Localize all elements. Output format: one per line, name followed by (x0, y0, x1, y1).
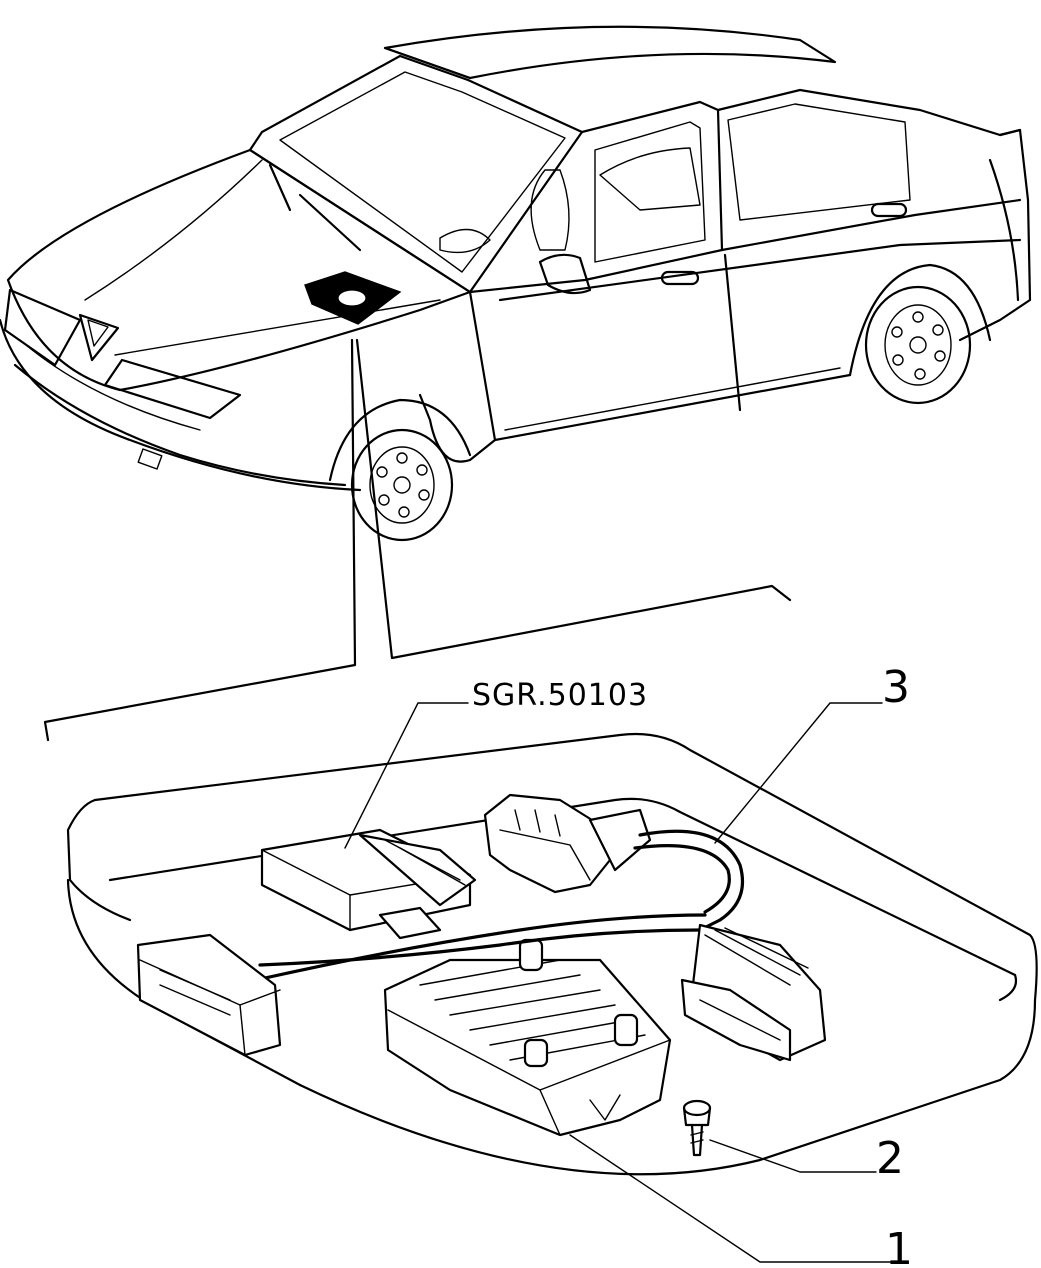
item-1-label: 1 (885, 1224, 913, 1268)
item-3-label: 3 (882, 662, 910, 713)
mounting-tray (66, 732, 1038, 1176)
control-unit-item-1 (383, 938, 672, 1137)
item-2-label: 2 (876, 1133, 904, 1184)
wiring-harness-item-3 (136, 793, 827, 1062)
car-illustration (0, 25, 1032, 542)
electronic-module-sgr (260, 828, 477, 940)
location-leader-lines (43, 338, 792, 742)
module-reference-label: SGR.50103 (472, 678, 648, 713)
screw-item-2 (682, 1099, 712, 1157)
callout-leaders (344, 702, 906, 1263)
